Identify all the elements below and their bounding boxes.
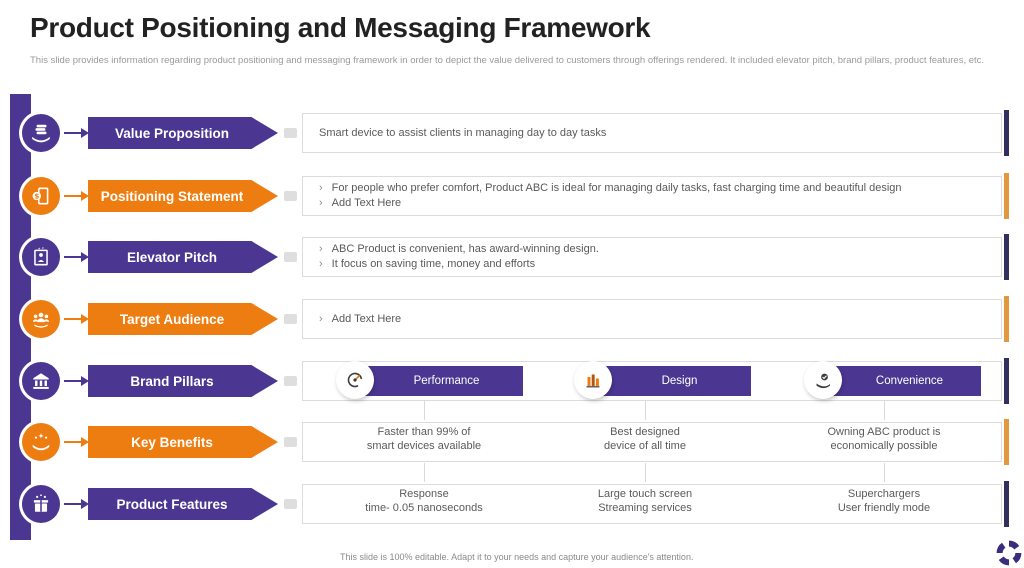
elevator-person-icon bbox=[22, 238, 60, 276]
pill-label: Design bbox=[661, 375, 698, 387]
row-label-arrow: Elevator Pitch bbox=[88, 241, 278, 273]
svg-text:$: $ bbox=[34, 191, 39, 200]
row-label-arrow: Key Benefits bbox=[88, 426, 278, 458]
accent-bar bbox=[1004, 481, 1009, 527]
gauge-icon bbox=[336, 361, 374, 399]
row-label-arrow: Target Audience bbox=[88, 303, 278, 335]
column-connector bbox=[645, 401, 646, 420]
note-marker-icon bbox=[284, 128, 297, 138]
pinwheel-logo-icon bbox=[995, 539, 1023, 567]
pill-design: Design bbox=[590, 366, 751, 396]
bar-chart-icon bbox=[574, 361, 612, 399]
dollar-document-icon: $ bbox=[22, 177, 60, 215]
column-connector bbox=[424, 463, 425, 482]
connector-arrow bbox=[64, 252, 89, 262]
accent-bar bbox=[1004, 358, 1009, 404]
chevron-bullet: › bbox=[319, 243, 323, 255]
column-connector bbox=[645, 463, 646, 482]
connector-arrow bbox=[64, 499, 89, 509]
chevron-bullet: › bbox=[319, 312, 323, 325]
column-connector bbox=[424, 401, 425, 420]
row-label: Positioning Statement bbox=[100, 188, 244, 204]
content-line: ›For people who prefer comfort, Product … bbox=[319, 182, 902, 194]
content-line: ›ABC Product is convenient, has award-wi… bbox=[319, 243, 599, 255]
accent-bar bbox=[1004, 234, 1009, 280]
row-label: Product Features bbox=[116, 496, 228, 512]
chevron-bullet: › bbox=[319, 258, 323, 270]
row-label-arrow: Product Features bbox=[88, 488, 278, 520]
bank-pillars-icon bbox=[22, 362, 60, 400]
content-line: ›Add Text Here bbox=[319, 312, 402, 325]
row-brand-pillars: Brand Pillars Performance Design Conveni… bbox=[0, 358, 1024, 404]
chevron-bullet: › bbox=[319, 197, 323, 209]
pill-label: Convenience bbox=[875, 375, 944, 387]
accent-bar bbox=[1004, 173, 1009, 219]
accent-bar bbox=[1004, 110, 1009, 156]
audience-group-icon bbox=[22, 300, 60, 338]
row-label: Key Benefits bbox=[131, 434, 213, 450]
row-label: Elevator Pitch bbox=[126, 249, 218, 265]
note-marker-icon bbox=[284, 191, 297, 201]
hand-holding-coins-icon bbox=[22, 114, 60, 152]
content-box: ›For people who prefer comfort, Product … bbox=[302, 176, 1002, 216]
connector-arrow bbox=[64, 314, 89, 324]
content-box: ›ABC Product is convenient, has award-wi… bbox=[302, 237, 1002, 277]
row-target-audience: Target Audience ›Add Text Here bbox=[0, 296, 1024, 342]
note-marker-icon bbox=[284, 314, 297, 324]
hand-check-icon bbox=[804, 361, 842, 399]
content-box bbox=[302, 422, 1002, 462]
note-marker-icon bbox=[284, 376, 297, 386]
row-label-arrow: Brand Pillars bbox=[88, 365, 278, 397]
content-line: Smart device to assist clients in managi… bbox=[319, 126, 607, 139]
row-label-arrow: Value Proposition bbox=[88, 117, 278, 149]
slide-subtitle: This slide provides information regardin… bbox=[30, 55, 985, 66]
row-label: Target Audience bbox=[119, 311, 225, 327]
connector-arrow bbox=[64, 437, 89, 447]
accent-bar bbox=[1004, 296, 1009, 342]
footer-note: This slide is 100% editable. Adapt it to… bbox=[340, 552, 694, 562]
note-marker-icon bbox=[284, 252, 297, 262]
row-label: Brand Pillars bbox=[130, 373, 214, 389]
row-positioning-statement: $ Positioning Statement ›For people who … bbox=[0, 173, 1024, 219]
pill-performance: Performance bbox=[352, 366, 523, 396]
row-label-arrow: Positioning Statement bbox=[88, 180, 278, 212]
page-title: Product Positioning and Messaging Framew… bbox=[30, 12, 651, 43]
chevron-bullet: › bbox=[319, 182, 323, 194]
row-elevator-pitch: Elevator Pitch ›ABC Product is convenien… bbox=[0, 234, 1024, 280]
connector-arrow bbox=[64, 191, 89, 201]
pill-convenience: Convenience bbox=[820, 366, 981, 396]
row-value-proposition: Value Proposition Smart device to assist… bbox=[0, 110, 1024, 156]
pill-label: Performance bbox=[413, 375, 480, 387]
connector-arrow bbox=[64, 376, 89, 386]
content-box: ›Add Text Here bbox=[302, 299, 1002, 339]
content-line: ›Add Text Here bbox=[319, 197, 402, 209]
note-marker-icon bbox=[284, 499, 297, 509]
content-box: Smart device to assist clients in managi… bbox=[302, 113, 1002, 153]
row-label: Value Proposition bbox=[114, 125, 230, 141]
content-line: ›It focus on saving time, money and effo… bbox=[319, 258, 536, 270]
column-connector bbox=[884, 401, 885, 420]
content-box bbox=[302, 484, 1002, 524]
gift-box-icon bbox=[22, 485, 60, 523]
hand-sparkles-icon bbox=[22, 423, 60, 461]
accent-bar bbox=[1004, 419, 1009, 465]
note-marker-icon bbox=[284, 437, 297, 447]
connector-arrow bbox=[64, 128, 89, 138]
column-connector bbox=[884, 463, 885, 482]
